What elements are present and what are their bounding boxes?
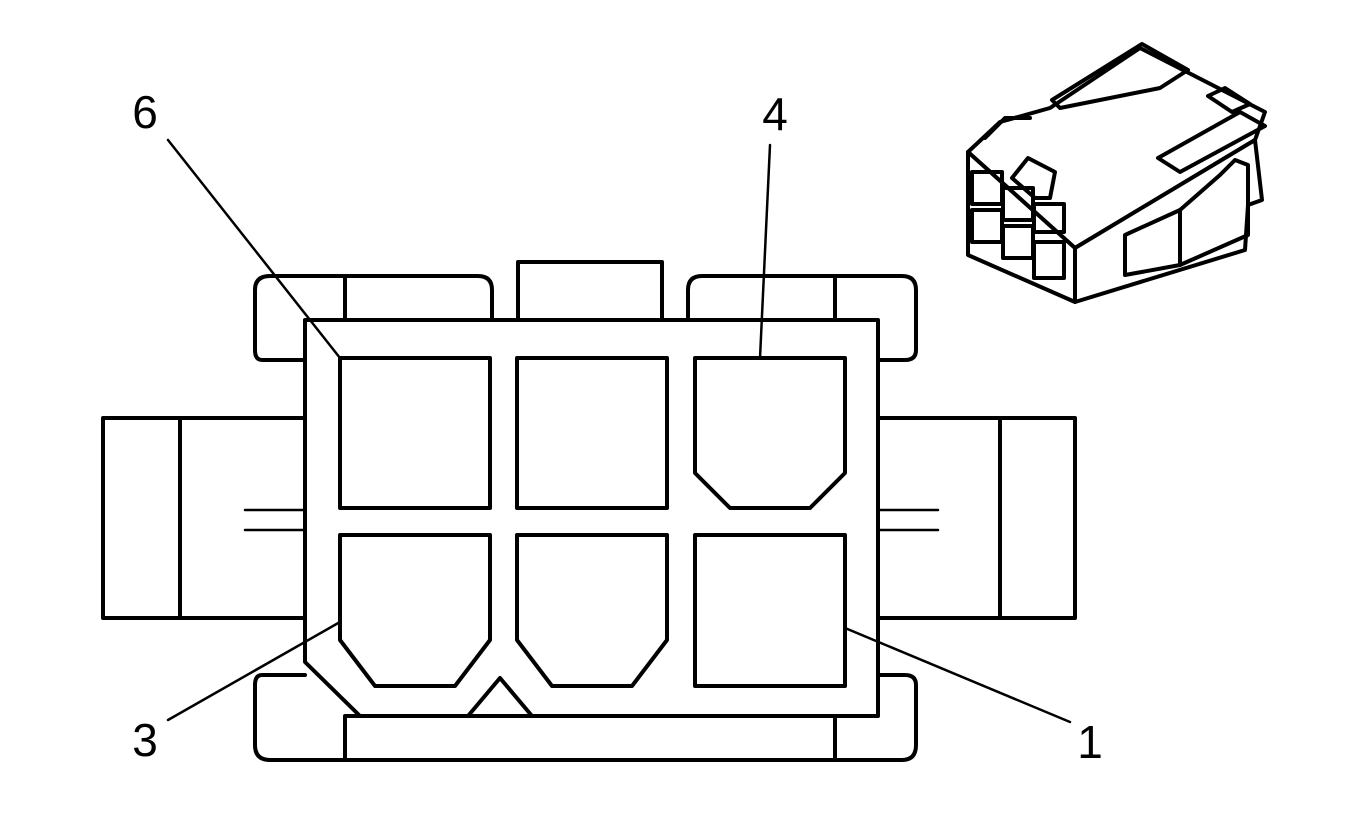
cavity-6 <box>338 356 492 510</box>
leader-line-4 <box>758 143 772 360</box>
connector-face <box>101 260 1077 762</box>
iso-latch-rail <box>1050 42 1190 110</box>
iso-side-ramp <box>1123 158 1250 277</box>
iso-cavity-grid <box>970 170 1066 280</box>
label-pin-4: 4 <box>762 88 788 140</box>
label-pin-1: 1 <box>1077 716 1103 768</box>
cavity-2 <box>515 533 669 688</box>
leader-line-3 <box>166 620 342 722</box>
cavity-frame <box>303 318 880 718</box>
leader-line-1 <box>843 626 1072 724</box>
leader-line-6 <box>166 138 342 360</box>
left-latch-wing <box>101 416 307 620</box>
cavity-4 <box>693 356 847 510</box>
label-pin-6: 6 <box>132 86 158 138</box>
polarizing-key <box>466 676 534 718</box>
cavity-3 <box>338 533 492 688</box>
right-latch-wing <box>876 416 1077 620</box>
connector-isometric-view <box>966 42 1267 304</box>
cavity-5 <box>515 356 669 510</box>
label-pin-3: 3 <box>132 714 158 766</box>
housing-top <box>253 260 918 362</box>
pin-labels: 6 4 3 1 <box>132 86 1103 768</box>
cavity-1 <box>693 533 847 688</box>
